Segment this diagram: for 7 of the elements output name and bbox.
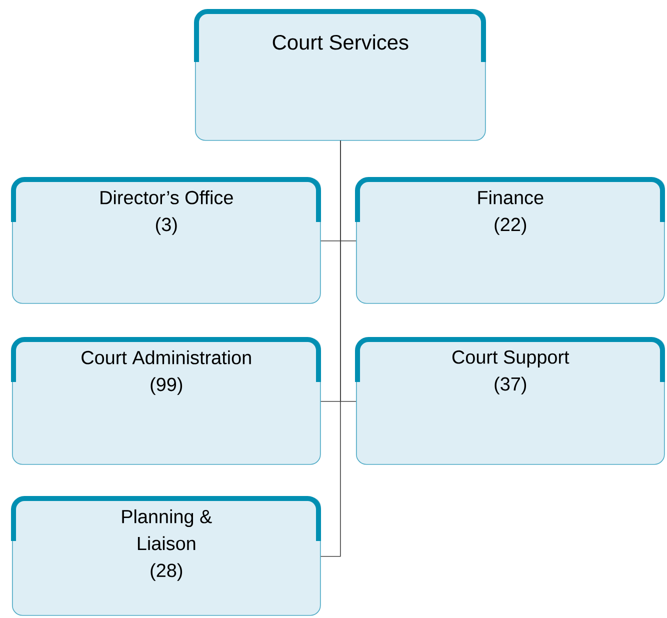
org-box: Court Services	[194, 9, 486, 141]
org-box: Court Administration (99)	[11, 337, 321, 465]
org-box: Finance (22)	[355, 177, 665, 304]
org-box: Court Support (37)	[355, 337, 665, 465]
org-box: Director’s Office (3)	[11, 177, 321, 304]
org-box: Planning & Liaison (28)	[11, 496, 321, 616]
connector-line	[320, 140, 341, 557]
